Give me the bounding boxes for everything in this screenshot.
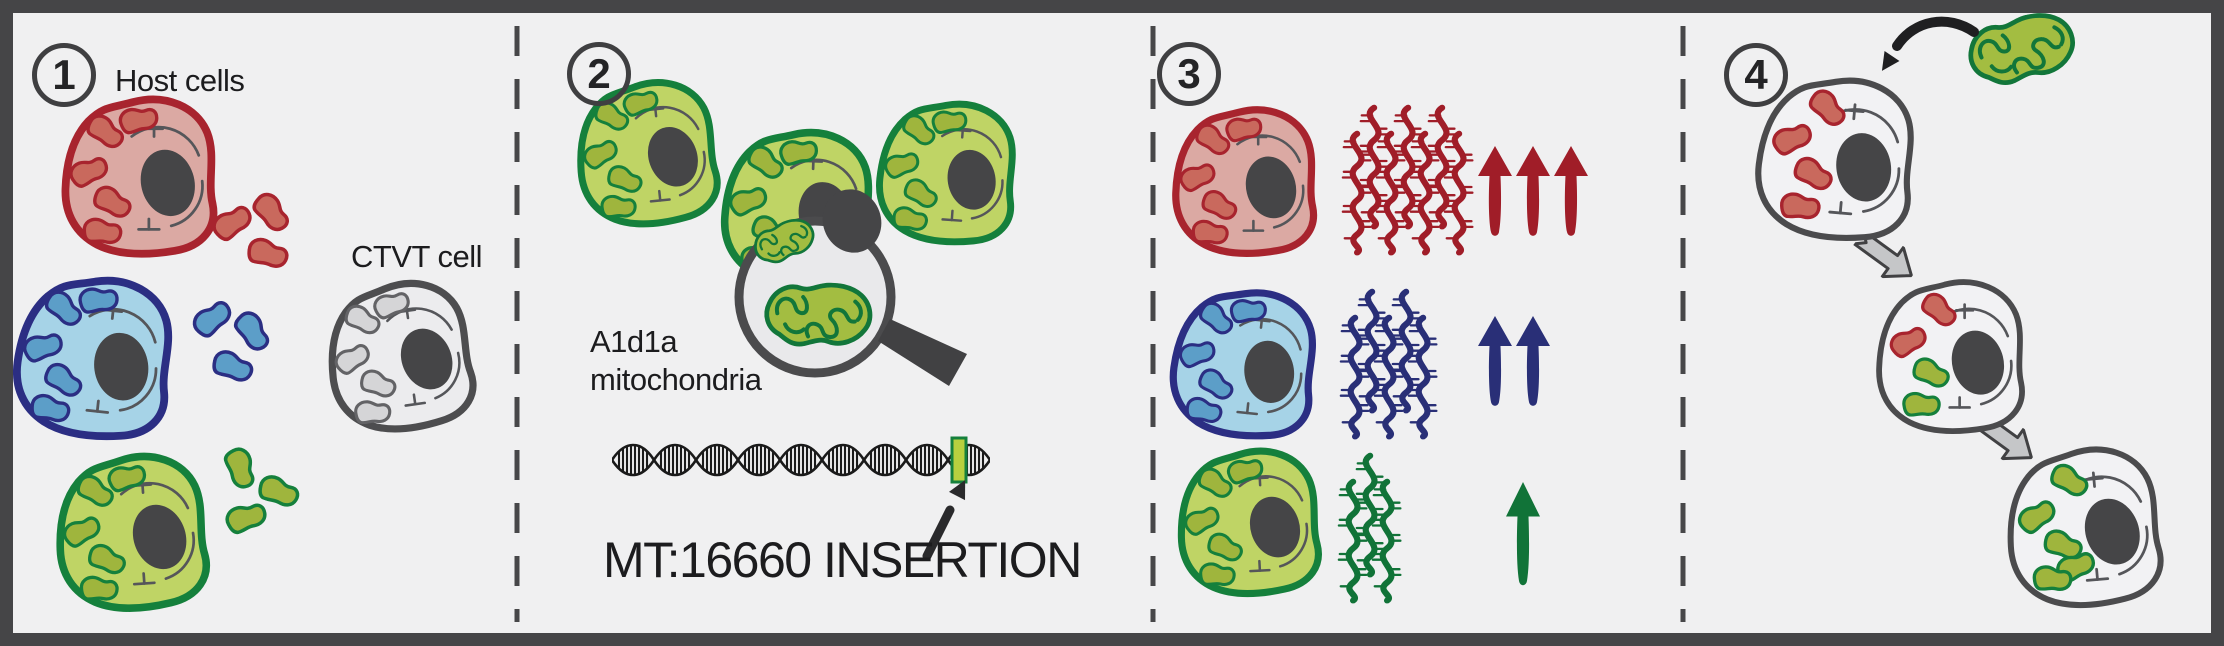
panel1-host-and-ctvt-cells bbox=[11, 99, 478, 613]
free-mitochondrion-red bbox=[244, 235, 292, 272]
panel2-badge: 2 bbox=[567, 42, 631, 106]
upregulation-arrow-icon bbox=[1516, 146, 1550, 236]
mtdna-helix bbox=[612, 436, 990, 484]
mtdna-transcript-strand bbox=[1409, 318, 1437, 437]
ctvt-cell-mixed-mito bbox=[1879, 282, 2022, 431]
incoming-a1d1a-mitochondrion-icon bbox=[1966, 10, 2078, 88]
mitochondrion-bean bbox=[77, 284, 120, 315]
magnifier-handle bbox=[878, 319, 967, 386]
mtdna-transcript-strand bbox=[1373, 482, 1401, 601]
free-mitochondrion-blue bbox=[188, 295, 237, 342]
free-mitochondrion-green bbox=[255, 471, 303, 511]
mtdna-transcripts-red bbox=[1343, 108, 1473, 253]
mtdna-transcript-strand bbox=[1360, 108, 1388, 227]
insertion-pointer-arrow bbox=[922, 479, 966, 561]
mitochondrion-bean bbox=[79, 575, 120, 602]
free-mitochondrion-green bbox=[221, 444, 261, 492]
free-mitochondrion-blue bbox=[230, 307, 276, 356]
mtdna-transcripts-green bbox=[1339, 456, 1401, 601]
panel3-number: 3 bbox=[1177, 50, 1201, 97]
panel1-free-mitochondria bbox=[188, 188, 303, 537]
panel4-badge: 4 bbox=[1724, 43, 1788, 107]
host-cells-label: Host cells bbox=[115, 63, 245, 98]
upregulation-arrow-icon bbox=[1516, 316, 1550, 406]
panel2-number: 2 bbox=[587, 50, 611, 97]
mitochondrion-bean bbox=[600, 194, 637, 219]
ctvt-cell-label: CTVT cell bbox=[351, 239, 483, 274]
free-mitochondrion-blue bbox=[209, 346, 257, 386]
upregulation-arrow-icon bbox=[1478, 316, 1512, 406]
ctvt-cell-host-mito bbox=[1753, 73, 1918, 243]
upregulation-arrow-icon bbox=[1506, 482, 1540, 586]
cell-nucleus bbox=[822, 189, 882, 253]
host-cell-green bbox=[54, 453, 209, 613]
panel3-host-cells bbox=[1168, 110, 1321, 597]
a1d1a-label-line1: A1d1a bbox=[590, 324, 678, 359]
a1d1a-mitochondria-label: A1d1a mitochondria bbox=[590, 323, 850, 399]
panel1-badge: 1 bbox=[32, 43, 96, 107]
panel1-number: 1 bbox=[52, 51, 76, 98]
mtdna-transcript-strand bbox=[1445, 134, 1473, 253]
free-mitochondrion-green bbox=[222, 497, 270, 537]
mtdna-transcript-strand bbox=[1394, 108, 1422, 227]
host-cell-blue bbox=[11, 272, 176, 443]
host-cell-red bbox=[65, 99, 213, 253]
ctvt-cell-a1d1a-mito bbox=[2003, 445, 2164, 612]
mtdna-transcript-strand bbox=[1356, 456, 1384, 575]
expression-arrows-red bbox=[1478, 146, 1588, 236]
panel2-ctvt-cell-right bbox=[876, 99, 1018, 246]
host-cell-blue bbox=[1168, 285, 1320, 442]
expression-arrows-green bbox=[1506, 482, 1540, 586]
mtdna-transcript-strand bbox=[1428, 108, 1456, 227]
insertion-marker bbox=[950, 436, 968, 484]
a1d1a-label-line2: mitochondria bbox=[590, 362, 762, 398]
magnifier bbox=[734, 189, 967, 386]
free-mitochondrion-red bbox=[248, 188, 295, 237]
panel3-badge: 3 bbox=[1157, 42, 1221, 106]
uptake-arrow bbox=[1881, 16, 1979, 71]
mtdna-transcript-strand bbox=[1358, 292, 1386, 411]
panel4-ctvt-cells-sequence bbox=[1753, 73, 2164, 611]
mitochondrion-bean bbox=[1902, 391, 1941, 417]
panel-dividers bbox=[514, 26, 1686, 622]
panel4-number: 4 bbox=[1744, 51, 1768, 98]
upregulation-arrow-icon bbox=[1478, 146, 1512, 236]
upregulation-arrow-icon bbox=[1554, 146, 1588, 236]
insertion-label: MT:16660 INSERTION bbox=[603, 532, 1082, 588]
expression-arrows-blue bbox=[1478, 316, 1550, 406]
mitochondrion-bean bbox=[1228, 296, 1268, 324]
mtdna-transcript-strand bbox=[1392, 292, 1420, 411]
host-cell-green bbox=[1177, 448, 1320, 597]
mtdna-transcripts-blue bbox=[1341, 292, 1437, 437]
mitochondrion-bean bbox=[353, 399, 392, 425]
host-cell-red bbox=[1176, 110, 1314, 254]
ctvt-cell-green bbox=[876, 99, 1018, 246]
ctvt-cell bbox=[322, 276, 478, 437]
